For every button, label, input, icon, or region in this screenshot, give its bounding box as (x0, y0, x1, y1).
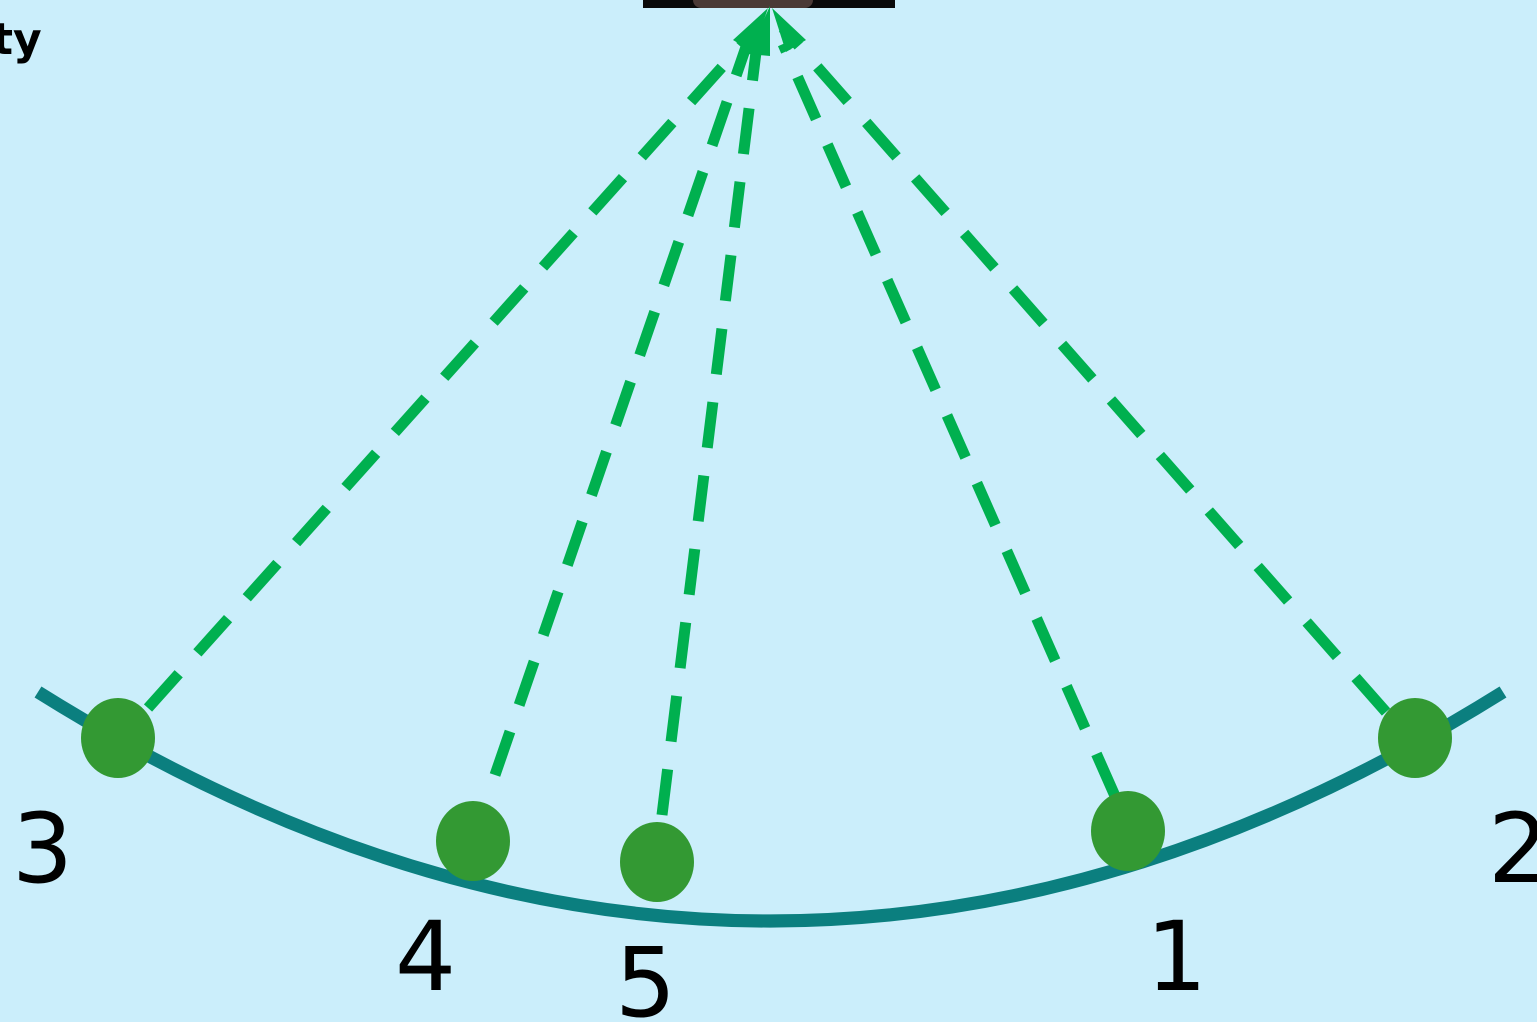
node-label-5: 5 (615, 927, 676, 1022)
viewer-photo-detail (693, 0, 813, 8)
node-label-1: 1 (1146, 901, 1207, 1013)
node-label-2: 2 (1488, 793, 1537, 905)
sight-line-2 (778, 24, 1391, 716)
arrowheads (733, 6, 806, 56)
sight-line-5 (656, 43, 763, 816)
node-3 (81, 698, 155, 778)
node-label-4: 4 (395, 901, 456, 1013)
sight-lines (143, 24, 1391, 816)
node-5 (620, 822, 694, 902)
viewer-photo (643, 0, 895, 8)
nodes (81, 698, 1452, 902)
sight-line-1 (777, 41, 1121, 799)
node-1 (1091, 791, 1165, 871)
sight-line-4 (489, 42, 753, 777)
arrowhead-left (733, 8, 768, 52)
sight-line-3 (143, 24, 762, 712)
node-4 (436, 801, 510, 881)
arrowhead-center (748, 6, 770, 56)
corner-text: ty (0, 14, 42, 65)
arc-curve (34, 686, 1507, 928)
node-2 (1378, 698, 1452, 778)
node-label-3: 3 (12, 793, 73, 905)
arrowhead-right (772, 8, 806, 52)
